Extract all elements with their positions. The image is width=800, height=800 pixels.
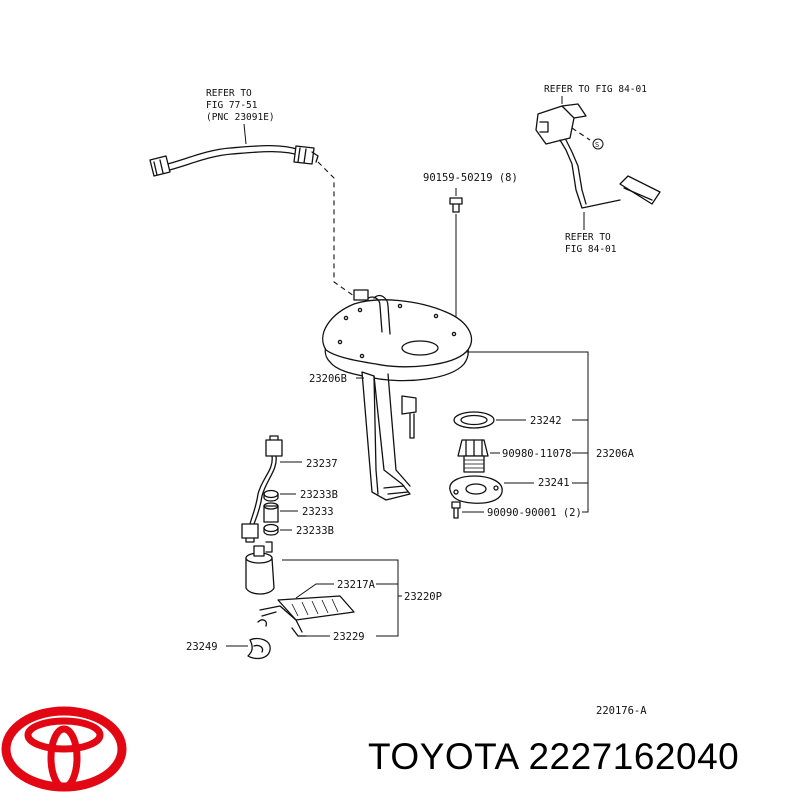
pnc-ref-text: (PNC 23091E) [206, 112, 275, 123]
gasket-23242-part [453, 411, 495, 429]
callout-23237: 23237 [306, 458, 338, 470]
clamp-top-part [263, 489, 279, 502]
callout-23233: 23233 [302, 506, 334, 518]
s-mark-text: S [595, 141, 599, 149]
plug-90980-part [457, 439, 489, 473]
hose-refer-note: REFER TO FIG 77-51 (PNC 23091E) [206, 88, 275, 123]
callout-23229: 23229 [333, 631, 365, 643]
callout-23241: 23241 [538, 477, 570, 489]
figure-id: 220176-A [596, 705, 647, 717]
fig-ref-text: FIG 77-51 [206, 100, 258, 111]
fuel-hose-part [149, 144, 319, 177]
callout-23217A: 23217A [337, 579, 376, 591]
tank-cover-plate [322, 289, 472, 382]
callout-90090-90001: 90090-90001 (2) [487, 507, 582, 519]
callout-23206A: 23206A [596, 448, 635, 460]
refer-to-text: REFER TO [206, 88, 252, 99]
brand-part-number: TOYOTA 2227162040 [368, 736, 739, 778]
brand-name: TOYOTA [368, 736, 518, 777]
part-number: 2227162040 [528, 736, 740, 777]
fuel-pump-body-part [245, 541, 275, 595]
callout-23233B-bottom: 23233B [296, 525, 334, 537]
assy-23206A-bracket-line [466, 351, 589, 513]
hose-23233-part [263, 502, 279, 523]
gauge-refer-note: REFER TO FIG 84-01 [565, 232, 617, 255]
clip-23249-part [247, 637, 271, 660]
hose-connection-dashes [317, 161, 355, 297]
callout-90980-11078: 90980-11078 [502, 448, 572, 460]
pump-23220P-bracket-line [282, 559, 399, 637]
callout-23206B: 23206B [309, 373, 347, 385]
wire-harness-part [241, 435, 283, 543]
callout-90159-50219: 90159-50219 (8) [423, 172, 518, 184]
callout-23249: 23249 [186, 641, 218, 653]
refer-top-right-text: REFER TO FIG 84-01 [544, 84, 647, 95]
screw-part [449, 197, 463, 213]
refer-to-text: REFER TO [565, 232, 611, 243]
bolt-90090-part [451, 501, 461, 519]
toyota-logo-icon [1, 706, 127, 792]
fig-ref-text: FIG 84-01 [565, 244, 617, 255]
clamp-bottom-part [263, 523, 279, 536]
s-mark-dashes [571, 127, 591, 141]
callout-23242: 23242 [530, 415, 562, 427]
hose-leader [243, 123, 247, 145]
callout-23233B-top: 23233B [300, 489, 338, 501]
fuel-sender-part [535, 103, 661, 209]
pump-bracket-part [361, 371, 417, 501]
cushion-23229-part [257, 619, 307, 637]
s-mark-circle [592, 138, 604, 150]
fuel-filter-part [259, 595, 355, 633]
gasket-23241-part [449, 475, 503, 504]
filter-leader [295, 583, 334, 599]
callout-23220P: 23220P [404, 591, 442, 603]
